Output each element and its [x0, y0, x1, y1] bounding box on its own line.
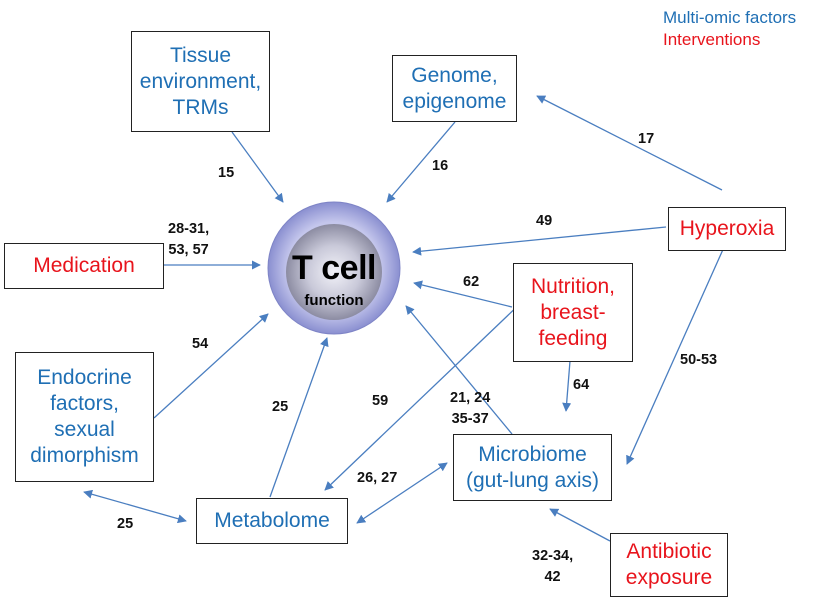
arrow-hyperoxia-microbiome	[626, 244, 726, 465]
edge-label-tissue: 15	[218, 165, 235, 181]
edge-label-microbiome-tcell: 21, 24 35-37	[450, 388, 490, 430]
node-medication[interactable]: Medication	[4, 243, 164, 289]
edge-label-medication: 28-31, 53, 57	[168, 219, 209, 261]
t-cell-title: T cell	[292, 249, 376, 287]
node-line: sexual	[54, 418, 115, 441]
node-line: TRMs	[172, 95, 229, 119]
arrow-metabolome-tcell	[269, 337, 329, 498]
node-line: Antibiotic	[626, 540, 712, 563]
edge-label-line: 35-37	[451, 411, 489, 427]
t-cell-subtitle: function	[304, 292, 364, 309]
node-line: factors,	[50, 392, 119, 415]
node-line: Metabolome	[214, 509, 330, 532]
edge-label-nutrition-metabolome: 59	[372, 393, 389, 409]
arrow-endocrine-metabolome[interactable]	[83, 489, 187, 524]
node-line: Hyperoxia	[679, 217, 775, 240]
edge-label-line: 42	[544, 569, 561, 585]
node-metabolome[interactable]: Metabolome	[196, 498, 348, 544]
node-line: environment,	[139, 69, 262, 93]
edge-label-line: 32-34,	[532, 548, 574, 564]
node-line: Endocrine	[37, 366, 132, 389]
edge-label-genome: 16	[432, 158, 449, 174]
edge-label-line: 28-31,	[168, 221, 210, 237]
arrow-tissue-tcell	[231, 131, 284, 203]
edge-label-metabolome-microbiome: 26, 27	[357, 470, 398, 486]
node-nutrition-breastfeeding[interactable]: Nutrition, breast- feeding	[513, 263, 633, 362]
edge-label-line: 53, 57	[168, 242, 209, 258]
edge-label-hyperoxia-tcell: 49	[536, 213, 553, 229]
edge-label-line: 21, 24	[450, 390, 491, 406]
edge-label-endocrine: 54	[192, 336, 209, 352]
node-line: Nutrition,	[530, 274, 616, 298]
node-line: feeding	[538, 326, 608, 350]
arrow-microbiome-tcell	[405, 305, 513, 435]
arrow-endocrine-tcell	[153, 313, 269, 419]
node-microbiome[interactable]: Microbiome (gut-lung axis)	[453, 434, 612, 501]
node-line: Tissue	[169, 43, 232, 67]
node-line: dimorphism	[30, 444, 139, 467]
edge-label-nutrition-tcell: 62	[463, 274, 480, 290]
arrow-nutrition-tcell	[413, 280, 513, 308]
arrow-nutrition-metabolome	[324, 299, 525, 491]
arrow-antibiotic-microbiome	[549, 508, 611, 542]
node-line: Genome,	[411, 63, 498, 87]
node-line: Medication	[33, 254, 135, 277]
node-antibiotic-exposure[interactable]: Antibiotic exposure	[610, 533, 728, 597]
edge-label-metabolome: 25	[272, 399, 289, 415]
edge-label-hyperoxia-microbiome: 50-53	[680, 352, 718, 368]
edge-label-hyperoxia-genome: 17	[638, 131, 655, 147]
node-line: Microbiome	[478, 442, 587, 466]
node-hyperoxia[interactable]: Hyperoxia	[668, 207, 786, 251]
node-line: epigenome	[402, 89, 507, 113]
t-cell-nucleus	[286, 224, 382, 320]
arrow-genome-tcell	[386, 121, 456, 203]
edge-label-endocrine-metabolome: 25	[117, 516, 134, 532]
node-endocrine-factors[interactable]: Endocrine factors, sexual dimorphism	[15, 352, 154, 482]
edge-label-antibiotic: 32-34, 42	[532, 546, 573, 588]
edge-label-nutrition-microbiome: 64	[573, 377, 590, 393]
arrow-nutrition-microbiome	[562, 360, 572, 412]
arrow-metabolome-microbiome[interactable]	[356, 462, 448, 524]
arrow-hyperoxia-tcell	[412, 226, 667, 256]
node-line: breast-	[540, 300, 606, 324]
node-tissue-environment[interactable]: Tissue environment, TRMs	[131, 31, 270, 132]
legend-interventions: Interventions	[663, 30, 761, 49]
node-genome-epigenome[interactable]: Genome, epigenome	[392, 55, 517, 122]
node-line: (gut-lung axis)	[465, 468, 600, 492]
node-line: exposure	[625, 566, 713, 589]
arrow-hyperoxia-genome	[536, 95, 723, 191]
legend-multi-omic: Multi-omic factors	[663, 8, 797, 27]
